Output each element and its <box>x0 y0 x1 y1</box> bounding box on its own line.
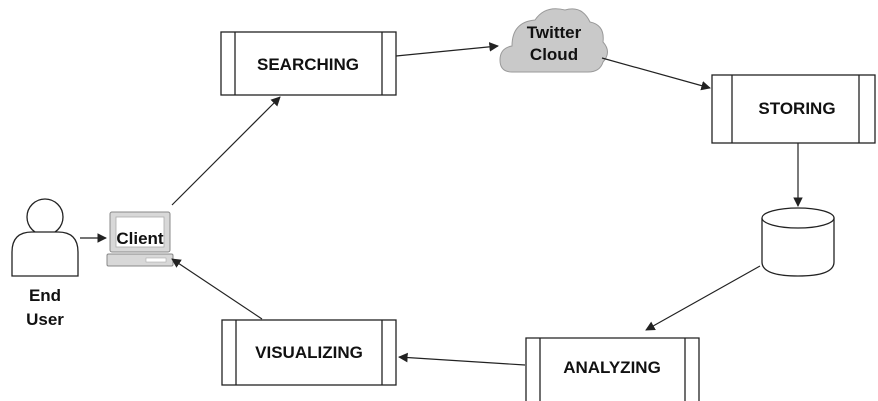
edge-client-to-searching <box>171 96 281 206</box>
end-user-node: End User <box>11 198 79 329</box>
twitter-cloud-label-line1: Twitter <box>527 23 582 42</box>
searching-label: SEARCHING <box>257 55 359 74</box>
database-node <box>761 207 835 277</box>
analyzing-label: ANALYZING <box>563 358 661 377</box>
user-icon <box>11 198 79 277</box>
storing-node: STORING <box>711 74 876 144</box>
edge-analyzing-to-visualizing <box>398 352 526 366</box>
laptop-icon <box>106 211 174 267</box>
visualizing-label: VISUALIZING <box>255 343 363 362</box>
edge-cloud-to-storing <box>601 57 711 91</box>
client-node: Client <box>106 211 174 267</box>
client-label: Client <box>116 229 164 248</box>
twitter-cloud-node: Twitter Cloud <box>499 8 608 73</box>
end-user-label-line2: User <box>26 310 64 329</box>
storing-label: STORING <box>758 99 835 118</box>
cloud-icon <box>499 8 608 73</box>
edge-database-to-analyzing <box>645 265 761 331</box>
end-user-label-line1: End <box>29 286 61 305</box>
analyzing-node: ANALYZING <box>525 337 700 401</box>
database-icon <box>761 207 835 277</box>
edges <box>80 42 803 366</box>
twitter-cloud-label-line2: Cloud <box>530 45 578 64</box>
edge-visualizing-to-client <box>171 258 263 320</box>
visualizing-node: VISUALIZING <box>221 319 397 386</box>
searching-node: SEARCHING <box>220 31 397 96</box>
edge-searching-to-cloud <box>395 42 499 57</box>
